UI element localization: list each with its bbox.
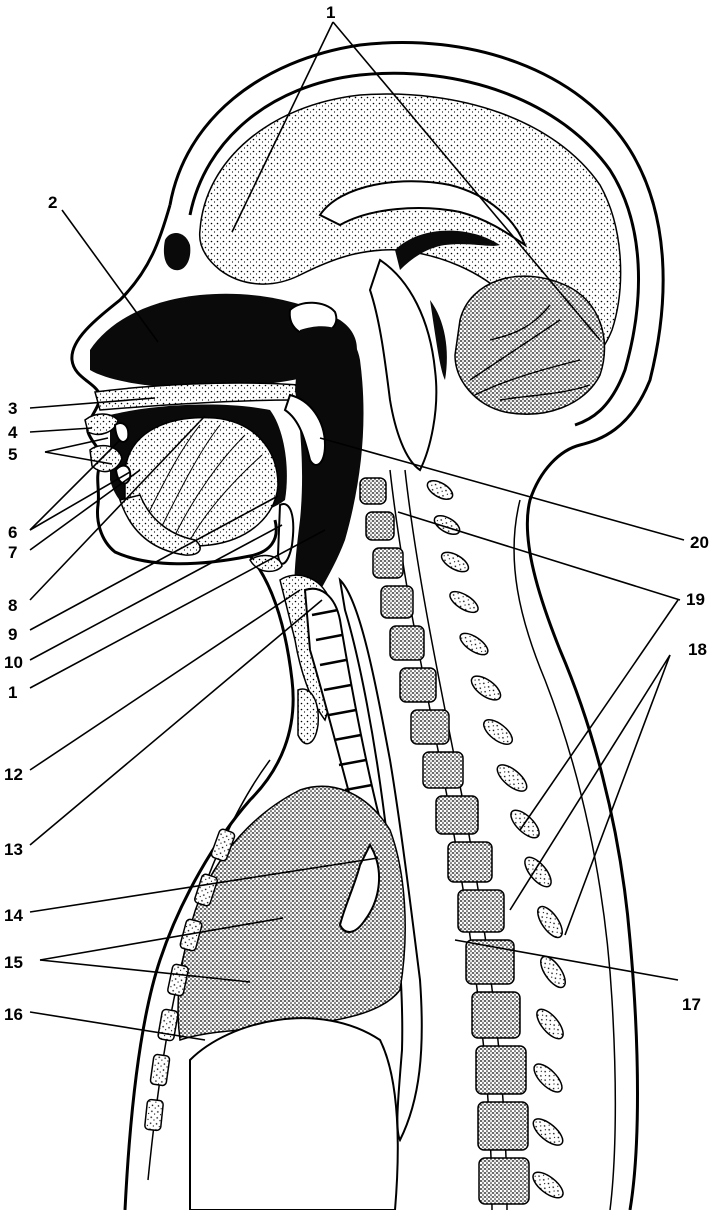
label-9: 9 — [8, 625, 17, 644]
brainstem — [368, 258, 438, 472]
label-15: 15 — [4, 953, 23, 972]
label-3: 3 — [8, 399, 17, 418]
leader-lines — [29, 21, 685, 1041]
label-7: 7 — [8, 543, 17, 562]
label-4: 4 — [8, 423, 18, 442]
lower-lip — [89, 444, 123, 473]
esophagus — [338, 577, 423, 1143]
mandible — [119, 494, 201, 556]
tracheal-rings — [311, 608, 373, 792]
sternum — [144, 828, 236, 1132]
thoracic-viscera — [177, 785, 406, 1042]
upper-lip — [84, 413, 119, 436]
label-5: 5 — [8, 445, 17, 464]
label-10: 10 — [4, 653, 23, 672]
label-11: 1 — [8, 683, 17, 702]
skin-outline-front — [168, 41, 665, 1210]
label-1-top: 1 — [326, 3, 335, 22]
soft-palate — [283, 393, 327, 466]
label-19: 19 — [686, 590, 705, 609]
skin-outline-back-of-head — [188, 71, 640, 427]
thyroid — [297, 688, 319, 745]
label-12: 12 — [4, 765, 23, 784]
label-17: 17 — [682, 995, 701, 1014]
label-16: 16 — [4, 1005, 23, 1024]
label-6: 6 — [8, 523, 17, 542]
spinal-cord — [404, 469, 508, 1210]
anatomy-illustration — [70, 41, 665, 1210]
label-18: 18 — [688, 640, 707, 659]
corpus-callosum — [318, 180, 528, 248]
upper-tooth — [113, 422, 130, 443]
hyoid — [249, 554, 283, 573]
diaphragm-dome — [189, 1017, 399, 1210]
label-8: 8 — [8, 596, 17, 615]
label-2: 2 — [48, 193, 57, 212]
ventricle — [395, 230, 500, 270]
cerebellum — [454, 275, 606, 415]
label-20: 20 — [690, 533, 709, 552]
number-labels: 1 2 3 4 5 6 7 8 9 10 1 12 13 14 15 16 17… — [4, 3, 709, 1024]
cerebellum-arbor — [469, 304, 591, 401]
vertebral-column — [359, 477, 530, 1205]
fourth-ventricle-dark — [430, 300, 447, 380]
bronchus — [338, 842, 381, 933]
pharynx — [294, 326, 364, 640]
neck-back-outline — [513, 499, 617, 1210]
frontal-sinus — [163, 233, 191, 271]
label-13: 13 — [4, 840, 23, 859]
tongue-fibres — [144, 424, 263, 541]
label-14: 14 — [4, 906, 23, 925]
